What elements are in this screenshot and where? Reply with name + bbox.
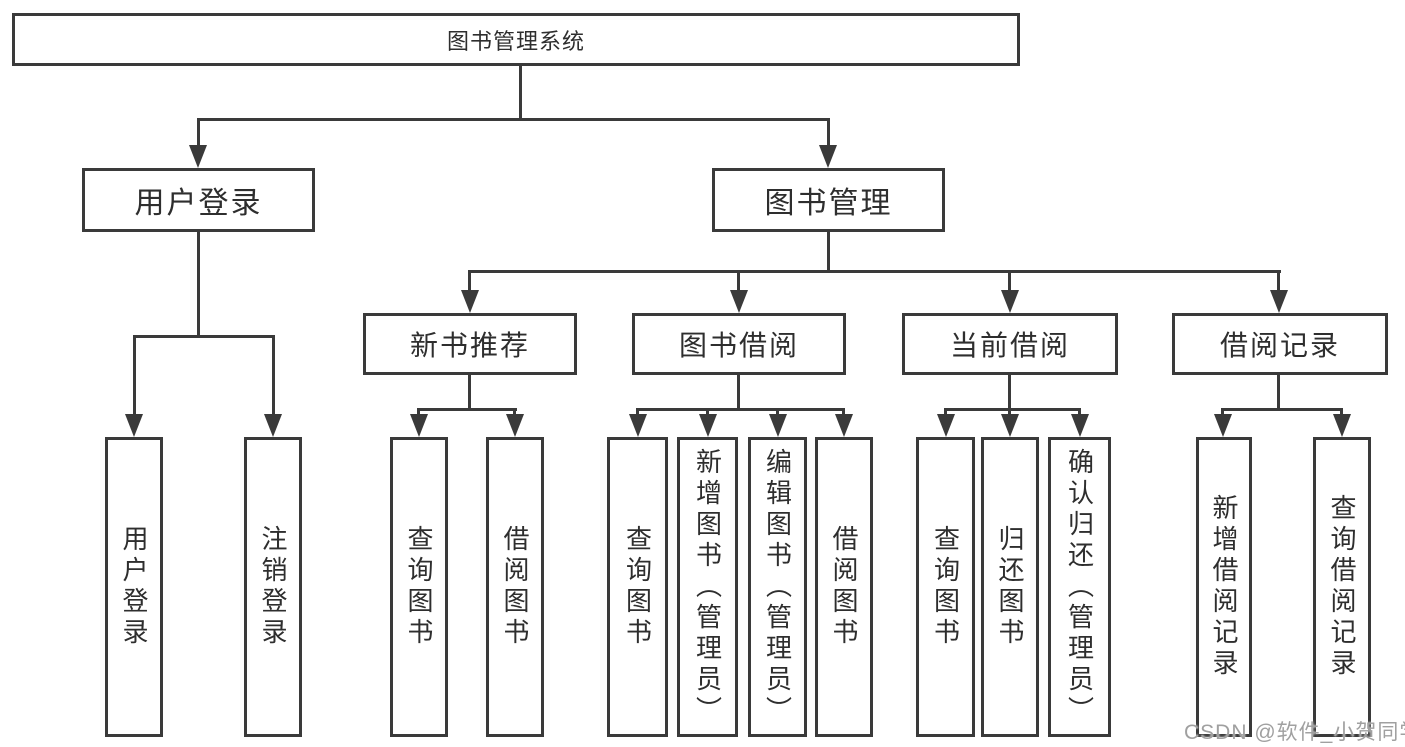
connector-line (737, 270, 740, 294)
arrowhead-down-icon (1333, 414, 1351, 437)
connector-line (519, 66, 522, 120)
connector-line (636, 408, 845, 411)
leaf-logout-label: 注销登录 (258, 525, 288, 649)
arrowhead-down-icon (730, 290, 748, 313)
node-book-management: 图书管理 (712, 168, 945, 232)
leaf-query-books-current: 查询图书 (916, 437, 975, 737)
connector-line (1277, 270, 1280, 294)
arrowhead-down-icon (189, 145, 207, 168)
leaf-add-book-admin-label: 新增图书（管理员） (692, 447, 723, 727)
leaf-borrow-books-recommend-label: 借阅图书 (500, 525, 530, 649)
arrowhead-down-icon (769, 414, 787, 437)
leaf-edit-book-admin: 编辑图书（管理员） (748, 437, 807, 737)
leaf-logout: 注销登录 (244, 437, 302, 737)
connector-line (417, 408, 420, 418)
leaf-query-borrow-record-label: 查询借阅记录 (1327, 494, 1357, 680)
connector-line (706, 408, 709, 418)
connector-line (197, 230, 200, 337)
node-user-login-label: 用户登录 (134, 187, 263, 220)
connector-line (1277, 373, 1280, 410)
arrowhead-down-icon (506, 414, 524, 437)
connector-line (1221, 408, 1343, 411)
node-borrowing-records-label: 借阅记录 (1219, 330, 1340, 361)
connector-line (197, 118, 830, 121)
arrowhead-down-icon (699, 414, 717, 437)
arrowhead-down-icon (1001, 414, 1019, 437)
connector-line (1008, 270, 1011, 294)
arrowhead-down-icon (461, 290, 479, 313)
node-current-borrowing: 当前借阅 (902, 313, 1118, 375)
connector-line (827, 230, 830, 272)
leaf-user-login-label: 用户登录 (119, 525, 149, 649)
leaf-edit-book-admin-label: 编辑图书（管理员） (762, 447, 793, 727)
leaf-borrow-books-borrowing: 借阅图书 (815, 437, 873, 737)
node-current-borrowing-label: 当前借阅 (949, 330, 1070, 361)
connector-line (737, 373, 740, 410)
connector-line (468, 373, 471, 410)
connector-line (133, 335, 275, 338)
node-new-book-recommend-label: 新书推荐 (409, 330, 530, 361)
leaf-add-borrow-record: 新增借阅记录 (1196, 437, 1252, 737)
leaf-query-books-current-label: 查询图书 (930, 525, 961, 649)
watermark-text: CSDN @软件_小贺同学 (1184, 721, 1405, 744)
arrowhead-down-icon (819, 145, 837, 168)
arrowhead-down-icon (264, 414, 282, 437)
leaf-return-books: 归还图书 (981, 437, 1039, 737)
connector-line (1008, 408, 1011, 418)
connector-line (1340, 408, 1343, 418)
leaf-return-books-label: 归还图书 (995, 525, 1025, 649)
leaf-confirm-return-admin: 确认归还（管理员） (1048, 437, 1111, 737)
leaf-query-books-recommend: 查询图书 (390, 437, 448, 737)
leaf-add-borrow-record-label: 新增借阅记录 (1209, 494, 1239, 680)
connector-line (197, 118, 200, 150)
arrowhead-down-icon (1270, 290, 1288, 313)
arrowhead-down-icon (1071, 414, 1089, 437)
node-book-borrowing: 图书借阅 (632, 313, 846, 375)
connector-line (1221, 408, 1224, 418)
connector-line (636, 408, 639, 418)
connector-line (827, 118, 830, 150)
arrowhead-down-icon (410, 414, 428, 437)
leaf-borrow-books-recommend: 借阅图书 (486, 437, 544, 737)
node-library-system-label: 图书管理系统 (446, 28, 585, 54)
node-book-management-label: 图书管理 (764, 187, 893, 220)
node-new-book-recommend: 新书推荐 (363, 313, 577, 375)
leaf-add-book-admin: 新增图书（管理员） (677, 437, 738, 737)
connector-line (513, 408, 516, 418)
connector-line (1008, 373, 1011, 410)
arrowhead-down-icon (937, 414, 955, 437)
connector-line (776, 408, 779, 418)
connector-line (133, 335, 136, 417)
connector-line (944, 408, 947, 418)
connector-line (944, 408, 1081, 411)
arrowhead-down-icon (629, 414, 647, 437)
node-library-system: 图书管理系统 (12, 13, 1020, 66)
connector-line (417, 408, 517, 411)
connector-line (1078, 408, 1081, 418)
leaf-query-borrow-record: 查询借阅记录 (1313, 437, 1371, 737)
connector-line (842, 408, 845, 418)
leaf-query-books-recommend-label: 查询图书 (404, 525, 434, 649)
arrowhead-down-icon (835, 414, 853, 437)
connector-line (468, 270, 471, 294)
leaf-confirm-return-admin-label: 确认归还（管理员） (1064, 447, 1095, 727)
leaf-query-books-borrowing-label: 查询图书 (622, 525, 653, 649)
connector-line (272, 335, 275, 417)
connector-line (468, 270, 1281, 273)
node-borrowing-records: 借阅记录 (1172, 313, 1388, 375)
arrowhead-down-icon (125, 414, 143, 437)
arrowhead-down-icon (1001, 290, 1019, 313)
node-user-login: 用户登录 (82, 168, 315, 232)
leaf-query-books-borrowing: 查询图书 (607, 437, 668, 737)
leaf-user-login: 用户登录 (105, 437, 163, 737)
node-book-borrowing-label: 图书借阅 (678, 330, 799, 361)
leaf-borrow-books-borrowing-label: 借阅图书 (829, 525, 859, 649)
arrowhead-down-icon (1214, 414, 1232, 437)
